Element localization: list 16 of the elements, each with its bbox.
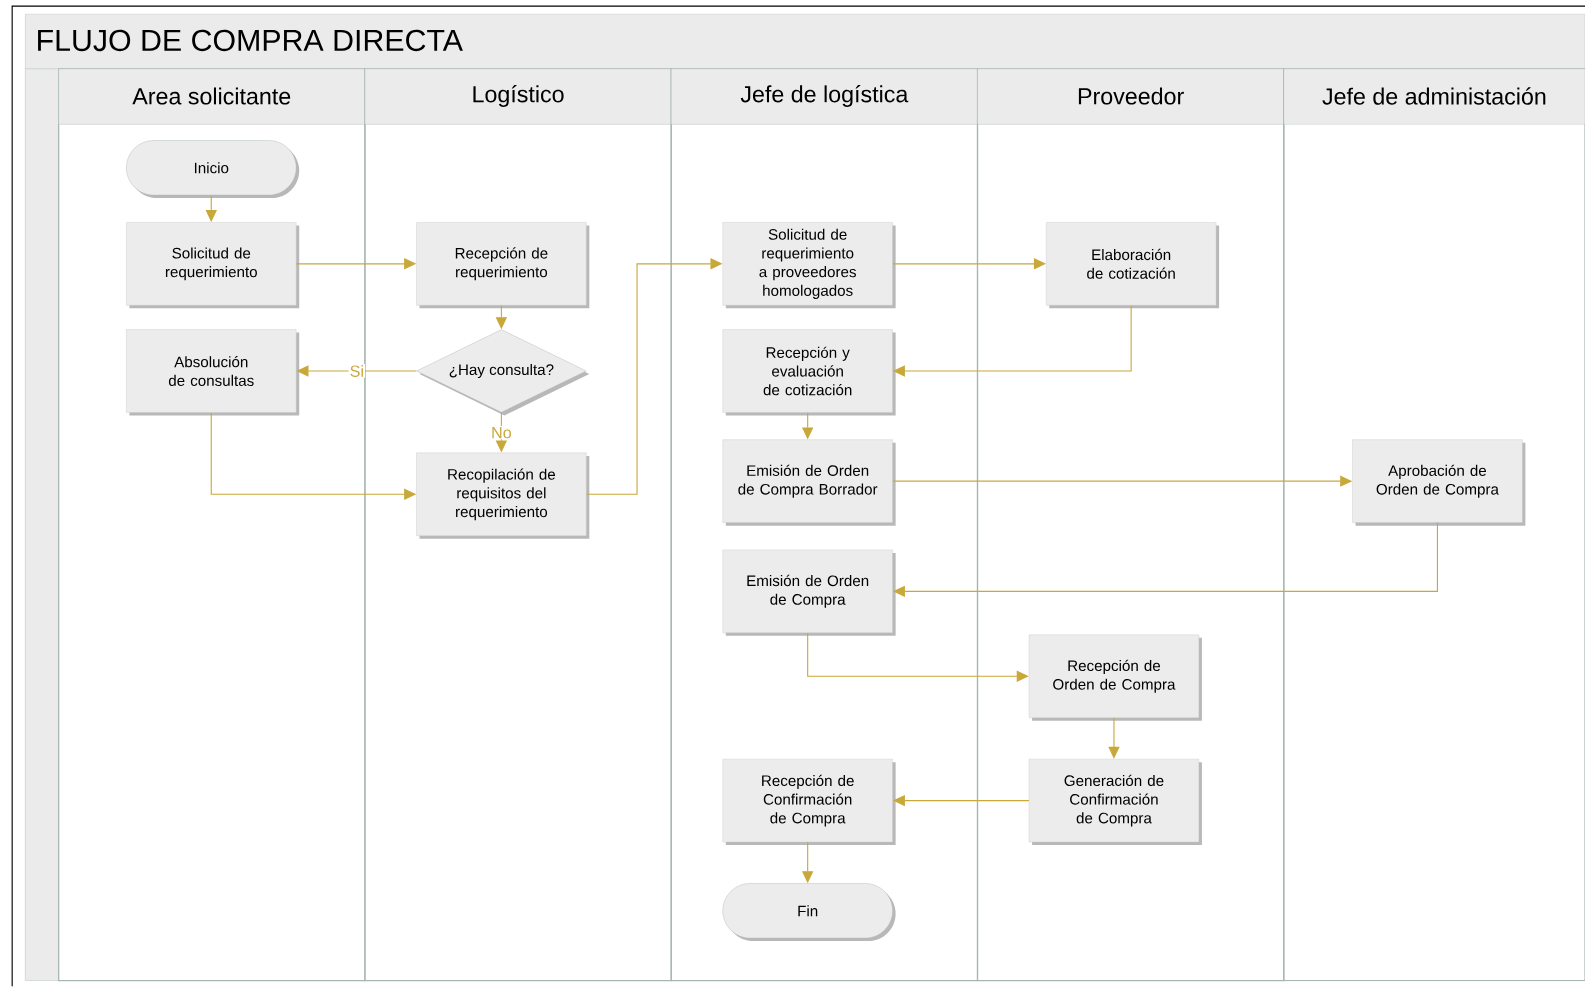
process-box: Recepción y evaluación de cotización [722,329,896,416]
process-box: Aprobación de Orden de Compra [1352,439,1526,526]
process-box: Elaboración de cotización [1046,222,1220,309]
process-box: Recepción de requerimiento [416,222,590,309]
process-box: Solicitud de requerimiento [126,222,300,309]
process-box: Emisión de Orden de Compra Borrador [722,439,896,526]
edge-label: Si [348,364,366,379]
process-box: Recopilación de requisitos del requerimiento [416,452,590,539]
edge-label: No [490,426,513,440]
arrow [892,258,1046,270]
process-box: Absolución de consultas [126,329,300,416]
process-box: Solicitud de requerimiento a proveedores homologados [722,222,896,309]
process-box: Generación de Confirmación de Compra [1028,759,1202,846]
process-box: Recepción de Confirmación de Compra [722,759,896,846]
process-box: Emisión de Orden de Compra [722,549,896,637]
process-box: Recepción de Orden de Compra [1028,634,1202,721]
